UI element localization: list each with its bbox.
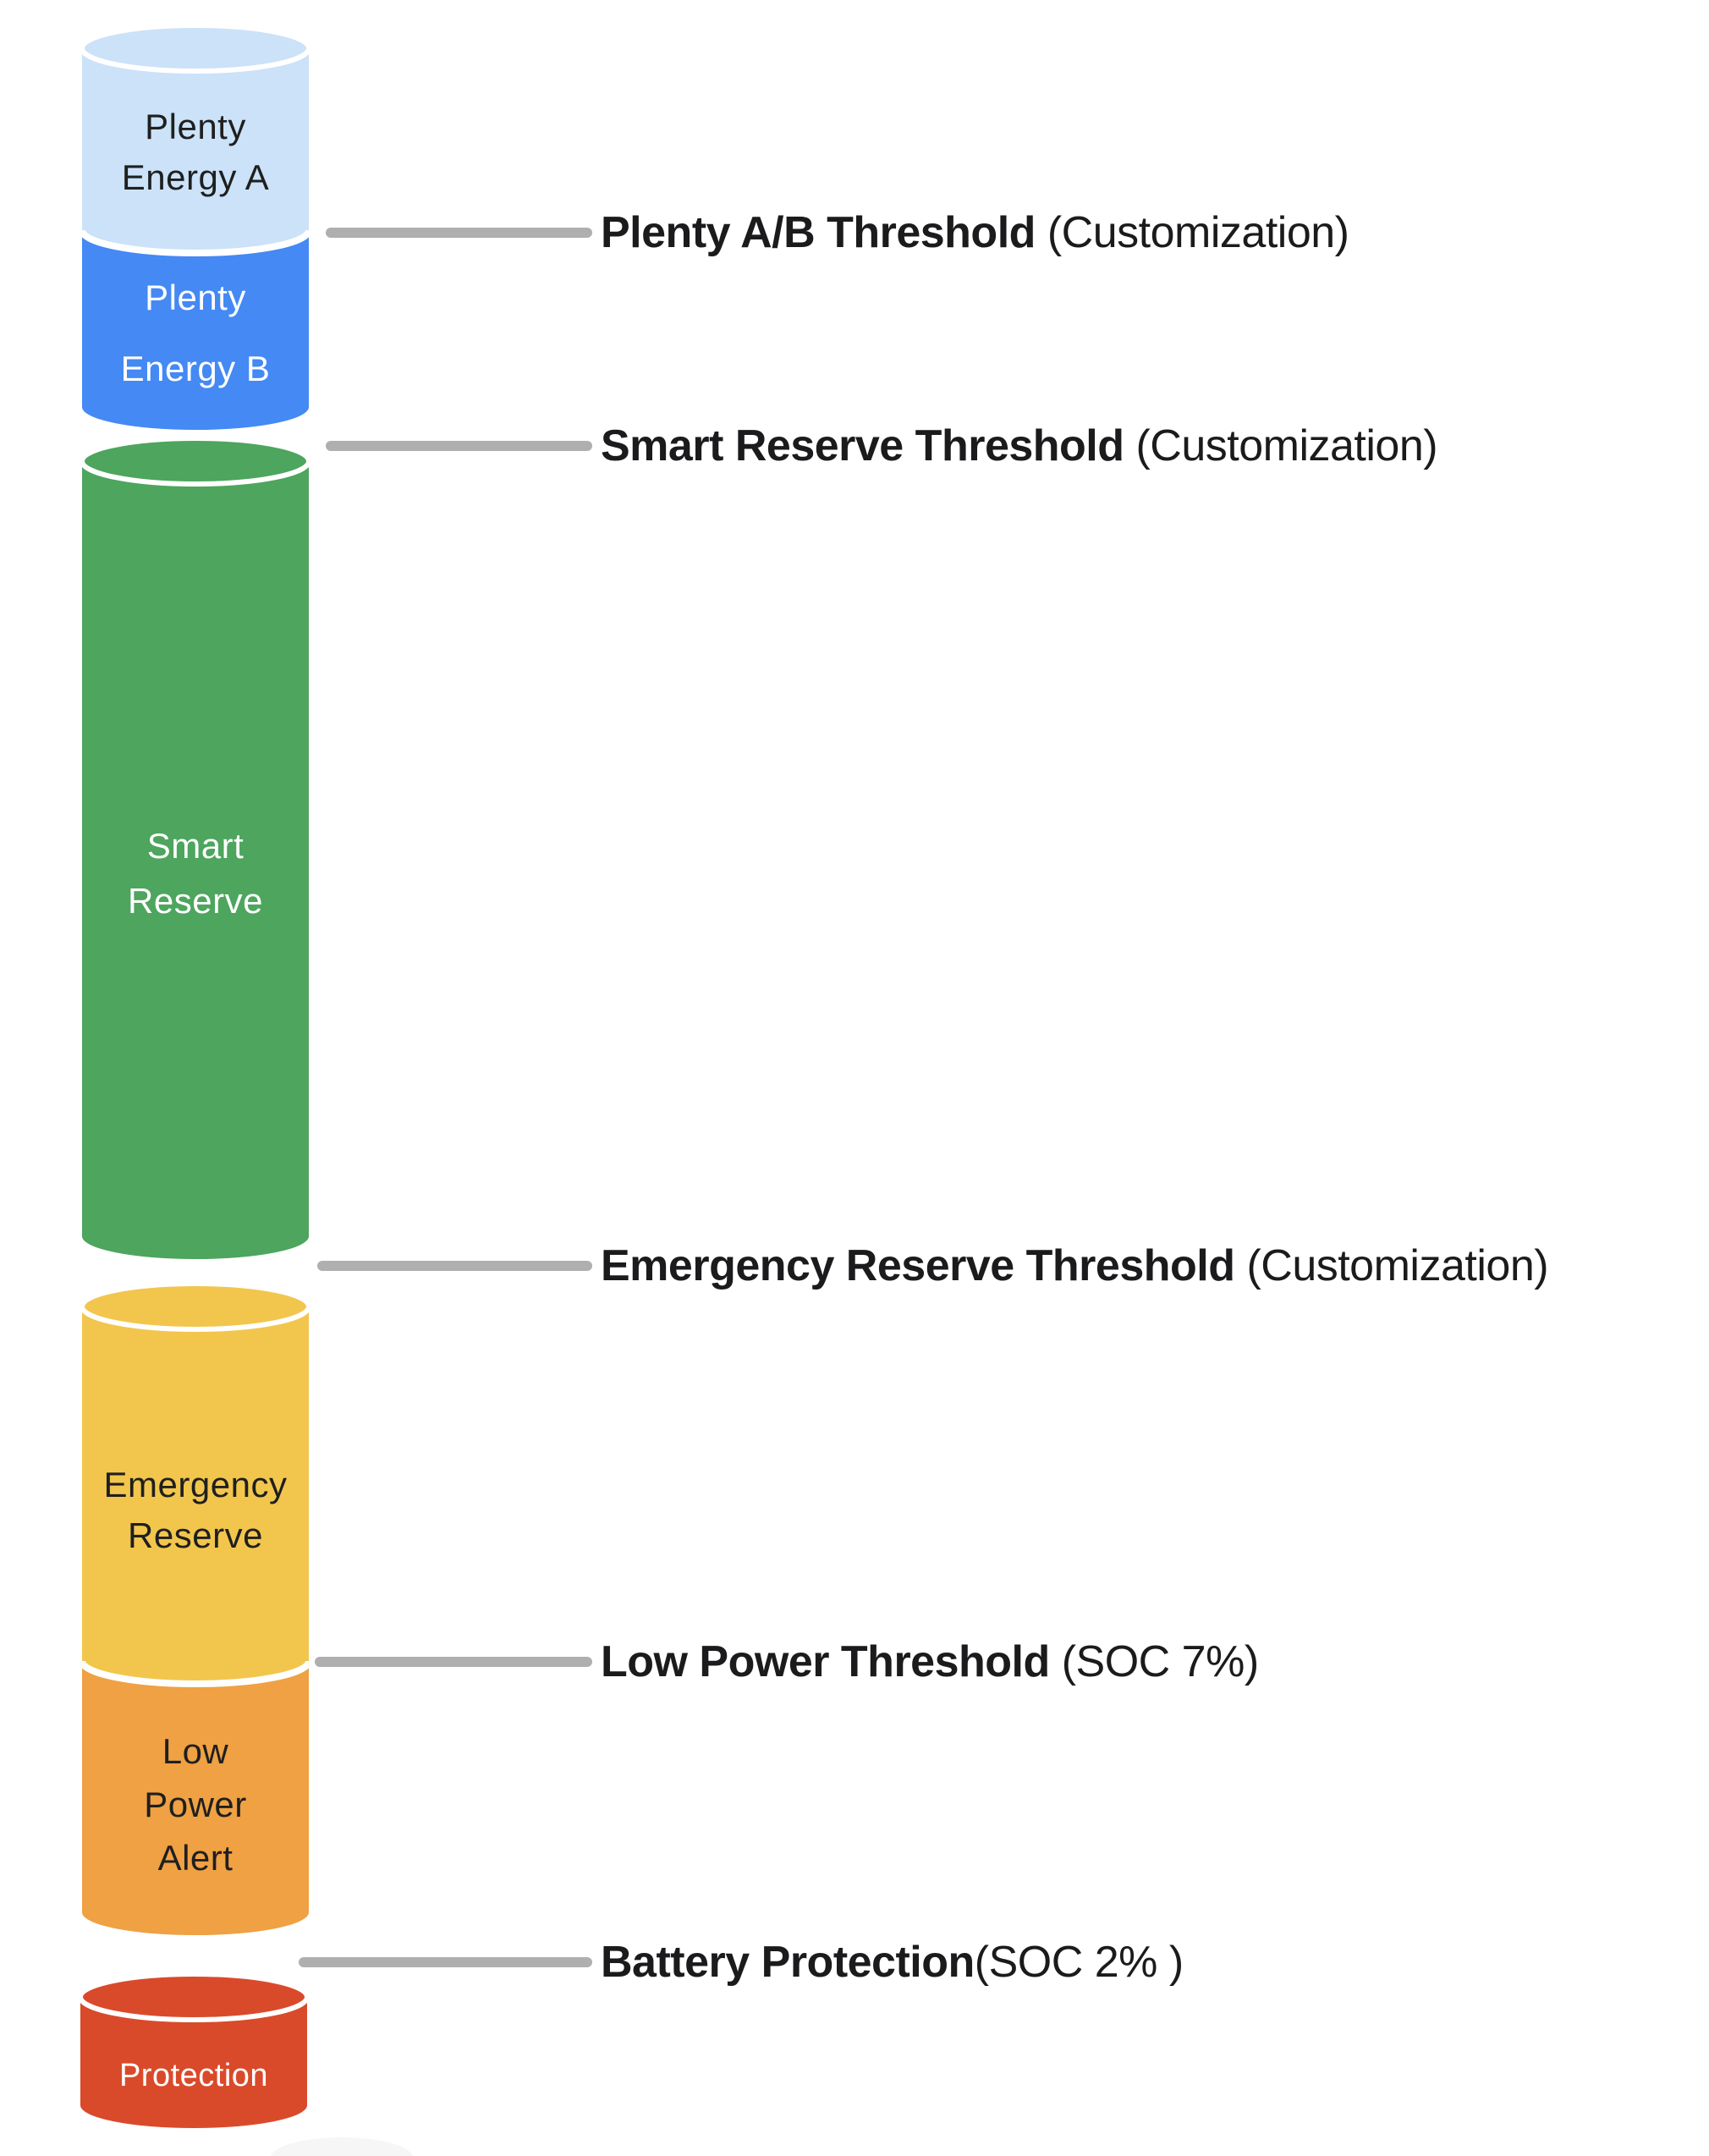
emergency-reserve-label-line2: Reserve [128, 1515, 263, 1555]
threshold-label-smart-reserve: Smart Reserve Threshold (Customization) [601, 420, 1438, 472]
threshold-label-low-power: Low Power Threshold (SOC 7%) [601, 1636, 1259, 1688]
plenty-a-body [82, 48, 309, 253]
threshold-line-low-power [315, 1657, 592, 1667]
plenty-a-label-line2: Energy A [121, 157, 270, 197]
low-power-alert-label-line3: Alert [157, 1838, 234, 1878]
plenty-cylinder-top-ellipse [82, 25, 309, 74]
threshold-label-plenty-ab: Plenty A/B Threshold (Customization) [601, 206, 1349, 259]
threshold-label-emergency-reserve-note: (Customization) [1234, 1241, 1549, 1290]
smart-reserve-top-ellipse [82, 438, 309, 487]
threshold-line-emergency-reserve [317, 1261, 592, 1271]
threshold-label-smart-reserve-bold: Smart Reserve Threshold [601, 421, 1124, 470]
plenty-a-label-line1: Plenty [145, 107, 246, 146]
threshold-label-low-power-note: (SOC 7%) [1049, 1637, 1259, 1686]
threshold-label-plenty-ab-bold: Plenty A/B Threshold [601, 208, 1036, 257]
emergency-reserve-body [82, 1306, 309, 1684]
emergency-reserve-label-line1: Emergency [103, 1465, 288, 1504]
low-power-alert-label-line2: Power [144, 1785, 247, 1824]
plenty-b-label-line1: Plenty [145, 278, 246, 317]
emergency-reserve-top-ellipse [82, 1284, 309, 1332]
smart-reserve-label-line2: Reserve [128, 881, 263, 921]
bottom-cutoff-shape [271, 2137, 413, 2156]
emergency-lowpower-cylinder [82, 1284, 309, 1935]
threshold-label-battery-protection: Battery Protection(SOC 2% ) [601, 1936, 1184, 1988]
plenty-b-body [82, 230, 309, 430]
threshold-label-low-power-bold: Low Power Threshold [601, 1637, 1050, 1686]
threshold-label-smart-reserve-note: (Customization) [1124, 421, 1438, 470]
threshold-line-plenty-ab [326, 228, 592, 238]
low-power-alert-body [82, 1661, 309, 1935]
threshold-line-smart-reserve [326, 441, 592, 451]
low-power-alert-label-line1: Low [162, 1731, 229, 1771]
smart-reserve-body [82, 461, 309, 1259]
threshold-label-battery-protection-bold: Battery Protection [601, 1938, 975, 1987]
protection-body [80, 1997, 307, 2128]
threshold-label-emergency-reserve: Emergency Reserve Threshold (Customizati… [601, 1240, 1549, 1292]
smart-reserve-label-line1: Smart [146, 826, 245, 866]
protection-cylinder [80, 1974, 307, 2128]
emergency-lowpower-separator-arc [82, 1660, 309, 1687]
plenty-ab-separator-arc [82, 229, 309, 256]
plenty-energy-cylinder [82, 25, 309, 430]
threshold-line-battery-protection [299, 1957, 592, 1967]
threshold-label-emergency-reserve-bold: Emergency Reserve Threshold [601, 1241, 1235, 1290]
threshold-label-plenty-ab-note: (Customization) [1035, 208, 1349, 257]
protection-label: Protection [118, 2058, 269, 2093]
protection-top-ellipse [80, 1974, 307, 2022]
plenty-b-label-line2: Energy B [120, 349, 271, 388]
threshold-label-battery-protection-note: (SOC 2% ) [974, 1938, 1184, 1987]
smart-reserve-cylinder [82, 438, 309, 1259]
